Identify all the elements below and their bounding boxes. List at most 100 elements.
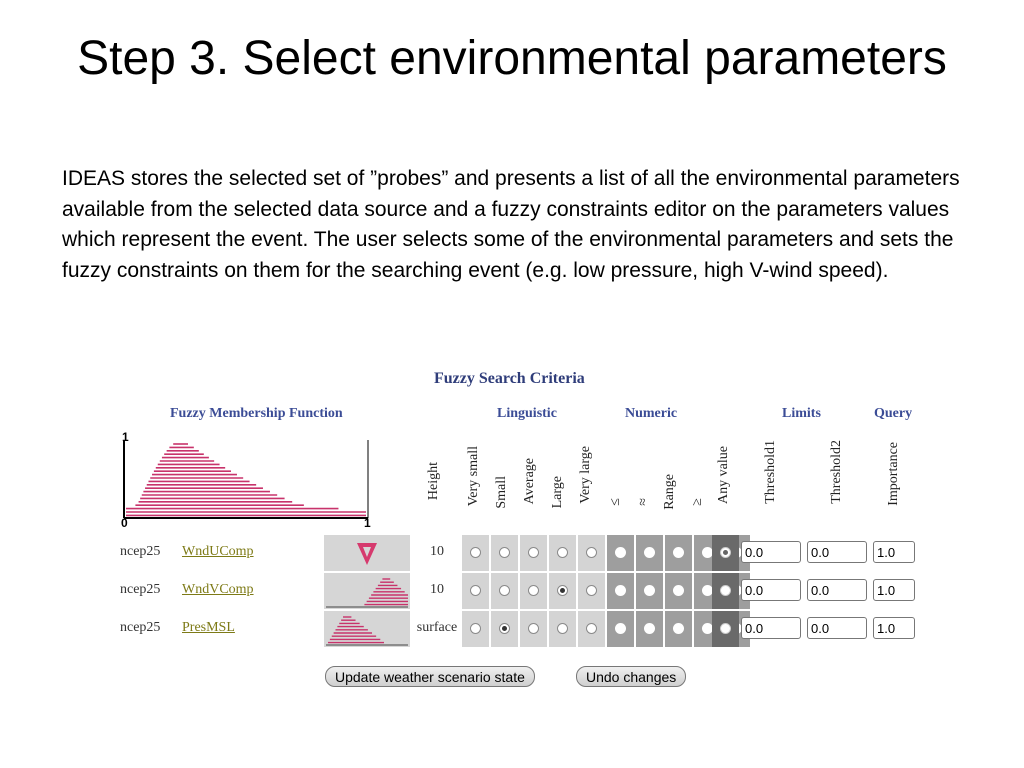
linguistic-radio[interactable] bbox=[470, 623, 481, 634]
numeric-radio[interactable] bbox=[702, 585, 713, 596]
linguistic-radio[interactable] bbox=[557, 623, 568, 634]
undo-changes-button[interactable]: Undo changes bbox=[576, 666, 687, 687]
col-importance: Importance bbox=[886, 442, 901, 506]
variable-link-wndvcomp[interactable]: WndVComp bbox=[182, 582, 254, 597]
numeric-radio[interactable] bbox=[673, 547, 684, 558]
col-threshold2: Threshold2 bbox=[829, 440, 844, 504]
numeric-cell bbox=[607, 535, 634, 571]
numeric-radio[interactable] bbox=[615, 623, 626, 634]
section-numeric: Numeric bbox=[625, 406, 678, 421]
numeric-radio[interactable] bbox=[644, 547, 655, 558]
threshold1-input[interactable] bbox=[741, 541, 801, 563]
col-range: Range bbox=[662, 474, 677, 510]
any-value-radio[interactable] bbox=[720, 623, 731, 634]
section-membership: Fuzzy Membership Function bbox=[170, 406, 343, 421]
linguistic-cell bbox=[462, 573, 489, 609]
linguistic-radio[interactable] bbox=[586, 547, 597, 558]
thumbnail-shape bbox=[326, 578, 408, 608]
col-approx: ≈ bbox=[636, 498, 651, 506]
importance-input[interactable] bbox=[873, 541, 915, 563]
col-average: Average bbox=[522, 458, 537, 505]
linguistic-cell bbox=[520, 611, 547, 647]
numeric-radio[interactable] bbox=[644, 585, 655, 596]
linguistic-cell bbox=[549, 573, 576, 609]
linguistic-radio[interactable] bbox=[528, 547, 539, 558]
thumbnail-shape bbox=[357, 543, 377, 565]
numeric-radio[interactable] bbox=[644, 623, 655, 634]
membership-bars bbox=[126, 443, 366, 517]
col-lte: ≤ bbox=[608, 498, 623, 506]
mf-axis-y-top: 1 bbox=[122, 430, 129, 444]
thumbnail-shape bbox=[326, 616, 408, 646]
numeric-radio[interactable] bbox=[615, 585, 626, 596]
any-value-radio[interactable] bbox=[720, 585, 731, 596]
row-height: surface bbox=[416, 620, 458, 635]
linguistic-radio[interactable] bbox=[528, 585, 539, 596]
col-gte: ≥ bbox=[690, 498, 705, 506]
variable-link-presmsl[interactable]: PresMSL bbox=[182, 620, 235, 635]
numeric-radio[interactable] bbox=[615, 547, 626, 558]
linguistic-cell bbox=[578, 535, 605, 571]
section-linguistic: Linguistic bbox=[497, 406, 557, 421]
linguistic-cell bbox=[462, 611, 489, 647]
variable-link-wnducomp[interactable]: WndUComp bbox=[182, 544, 254, 559]
numeric-radio[interactable] bbox=[673, 623, 684, 634]
numeric-cell bbox=[636, 573, 663, 609]
linguistic-cell bbox=[578, 611, 605, 647]
criteria-title: Fuzzy Search Criteria bbox=[434, 370, 585, 387]
threshold2-input[interactable] bbox=[807, 541, 867, 563]
numeric-cell bbox=[665, 573, 692, 609]
col-small: Small bbox=[494, 476, 509, 509]
linguistic-cell bbox=[462, 535, 489, 571]
linguistic-radio[interactable] bbox=[499, 623, 510, 634]
linguistic-radio[interactable] bbox=[499, 547, 510, 558]
linguistic-cell bbox=[549, 535, 576, 571]
membership-thumbnail[interactable] bbox=[324, 535, 410, 571]
col-very-large: Very large bbox=[578, 446, 593, 504]
linguistic-cell bbox=[520, 535, 547, 571]
membership-thumbnail[interactable] bbox=[324, 573, 410, 609]
threshold1-input[interactable] bbox=[741, 617, 801, 639]
linguistic-radio[interactable] bbox=[557, 585, 568, 596]
linguistic-radio[interactable] bbox=[557, 547, 568, 558]
col-height: Height bbox=[426, 462, 441, 501]
threshold1-input[interactable] bbox=[741, 579, 801, 601]
numeric-radio[interactable] bbox=[702, 547, 713, 558]
numeric-cell bbox=[636, 535, 663, 571]
linguistic-cell bbox=[491, 573, 518, 609]
threshold2-input[interactable] bbox=[807, 617, 867, 639]
mf-axis-x-right: 1 bbox=[364, 516, 371, 530]
col-very-small: Very small bbox=[466, 446, 481, 507]
numeric-cell bbox=[607, 611, 634, 647]
numeric-radio[interactable] bbox=[673, 585, 684, 596]
any-value-cell bbox=[712, 573, 739, 609]
linguistic-cell bbox=[520, 573, 547, 609]
membership-function-graph bbox=[123, 440, 369, 519]
linguistic-radio[interactable] bbox=[586, 623, 597, 634]
mf-axis-x-left: 0 bbox=[121, 516, 128, 530]
importance-input[interactable] bbox=[873, 617, 915, 639]
numeric-cell bbox=[665, 611, 692, 647]
numeric-radio[interactable] bbox=[702, 623, 713, 634]
row-height: 10 bbox=[430, 544, 444, 559]
linguistic-radio[interactable] bbox=[586, 585, 597, 596]
importance-input[interactable] bbox=[873, 579, 915, 601]
row-height: 10 bbox=[430, 582, 444, 597]
slide-title: Step 3. Select environmental parameters bbox=[77, 32, 947, 85]
linguistic-radio[interactable] bbox=[470, 585, 481, 596]
linguistic-cell bbox=[578, 573, 605, 609]
linguistic-cell bbox=[549, 611, 576, 647]
numeric-cell bbox=[607, 573, 634, 609]
any-value-cell bbox=[712, 535, 739, 571]
numeric-cell bbox=[636, 611, 663, 647]
update-scenario-button[interactable]: Update weather scenario state bbox=[325, 666, 535, 687]
linguistic-radio[interactable] bbox=[528, 623, 539, 634]
threshold2-input[interactable] bbox=[807, 579, 867, 601]
linguistic-radio[interactable] bbox=[470, 547, 481, 558]
col-large: Large bbox=[550, 476, 565, 509]
linguistic-radio[interactable] bbox=[499, 585, 510, 596]
any-value-radio[interactable] bbox=[720, 547, 731, 558]
membership-thumbnail[interactable] bbox=[324, 611, 410, 647]
section-limits: Limits bbox=[782, 406, 821, 421]
row-source: ncep25 bbox=[120, 582, 161, 597]
